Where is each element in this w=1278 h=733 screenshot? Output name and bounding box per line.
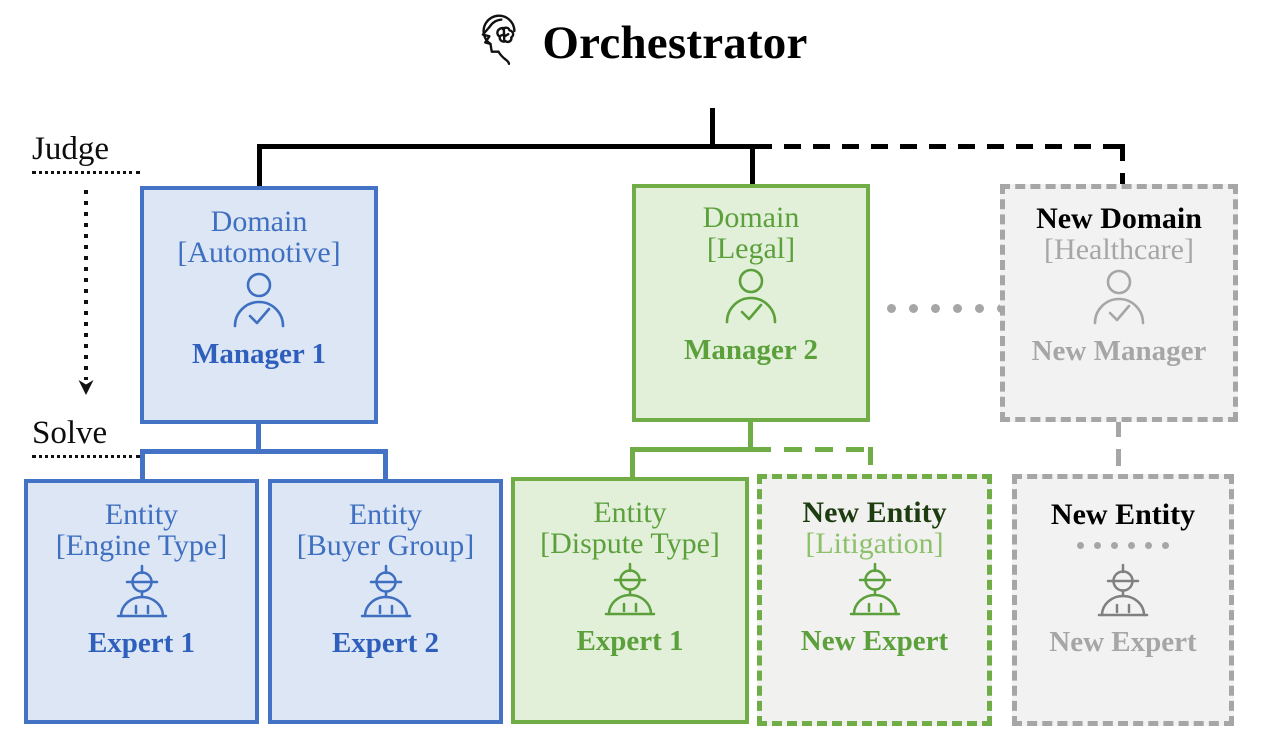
- connector-root-bus-right-dashed: [755, 144, 1125, 149]
- domain-node-new-healthcare[interactable]: New Domain [Healthcare] New Manager: [1000, 184, 1238, 422]
- manager-check-icon: [1088, 268, 1150, 335]
- judge-to-solve-arrowhead: [76, 378, 96, 401]
- entity-role: New Expert: [1049, 626, 1197, 659]
- ellipsis-between-domains: [887, 304, 1006, 313]
- manager-check-icon: [720, 267, 782, 334]
- connector-root-to-legal: [750, 144, 755, 188]
- domain-subtitle: [Automotive]: [177, 236, 341, 270]
- manager-check-icon: [228, 271, 290, 338]
- expert-robot-icon: [845, 562, 905, 625]
- connector-root-bus-left: [257, 144, 755, 149]
- domain-role: New Manager: [1031, 335, 1207, 368]
- connector-new-domain-to-new-entity-dashed: [1116, 420, 1121, 476]
- expert-robot-icon: [112, 564, 172, 627]
- expert-robot-icon: [356, 564, 416, 627]
- domain-subtitle: [Healthcare]: [1044, 233, 1194, 267]
- entity-node-engine-type[interactable]: Entity [Engine Type] Expert 1: [24, 479, 259, 724]
- connector-root-to-new-domain-dashed: [1120, 144, 1125, 188]
- entity-role: Expert 1: [87, 627, 196, 660]
- judge-to-solve-arrow-shaft: [84, 190, 88, 380]
- connector-manager1-stem: [256, 420, 261, 452]
- entity-subtitle: [Litigation]: [805, 527, 944, 561]
- domain-subtitle: [Legal]: [706, 232, 796, 266]
- entity-title: Entity: [348, 498, 423, 531]
- entity-role: Expert 1: [576, 625, 684, 658]
- connector-manager1-bus: [140, 449, 388, 454]
- domain-title: New Domain: [1036, 202, 1202, 235]
- connector-manager2-to-new-litigation-dashed: [868, 447, 873, 479]
- entity-subtitle: [Engine Type]: [55, 529, 228, 563]
- entity-node-new-litigation[interactable]: New Entity [Litigation] New Expert: [757, 474, 992, 726]
- entity-role: New Expert: [800, 625, 949, 658]
- brain-head-icon: [470, 12, 528, 75]
- entity-node-dispute-type[interactable]: Entity [Dispute Type] Expert 1: [511, 477, 749, 724]
- domain-node-automotive[interactable]: Domain [Automotive] Manager 1: [140, 186, 378, 424]
- connector-root-to-automotive: [257, 144, 262, 188]
- entity-title: New Entity: [802, 496, 947, 529]
- connector-root-stem: [710, 108, 715, 148]
- domain-title: Domain: [210, 205, 308, 238]
- domain-title: Domain: [702, 201, 800, 234]
- connector-manager2-bus-dashed: [753, 447, 873, 452]
- domain-node-legal[interactable]: Domain [Legal] Manager 2: [632, 184, 870, 422]
- entity-title: Entity: [104, 498, 179, 531]
- stage-label-judge: Judge: [32, 133, 140, 174]
- entity-node-buyer-group[interactable]: Entity [Buyer Group] Expert 2: [268, 479, 503, 724]
- entity-subtitle: [Dispute Type]: [540, 527, 720, 561]
- domain-role: Manager 2: [684, 334, 818, 367]
- connector-manager2-stem: [748, 418, 753, 450]
- connector-manager1-to-engine-type: [140, 449, 145, 481]
- expert-robot-icon: [1093, 563, 1153, 626]
- expert-robot-icon: [600, 562, 660, 625]
- connector-manager1-to-buyer-group: [383, 449, 388, 481]
- connector-manager2-to-dispute-type: [630, 447, 635, 479]
- entity-title: Entity: [593, 496, 667, 529]
- stage-label-solve: Solve: [32, 417, 140, 458]
- entity-role: Expert 2: [331, 627, 440, 660]
- entity-subtitle-dots: [1077, 530, 1169, 560]
- connector-manager2-bus: [630, 447, 753, 452]
- entity-subtitle: [Buyer Group]: [296, 529, 475, 563]
- entity-title: New Entity: [1050, 498, 1196, 531]
- domain-role: Manager 1: [192, 338, 326, 371]
- entity-node-new-blank[interactable]: New Entity New Expert: [1012, 474, 1234, 726]
- page-title: Orchestrator: [542, 17, 808, 69]
- orchestrator-header: Orchestrator: [0, 12, 1278, 75]
